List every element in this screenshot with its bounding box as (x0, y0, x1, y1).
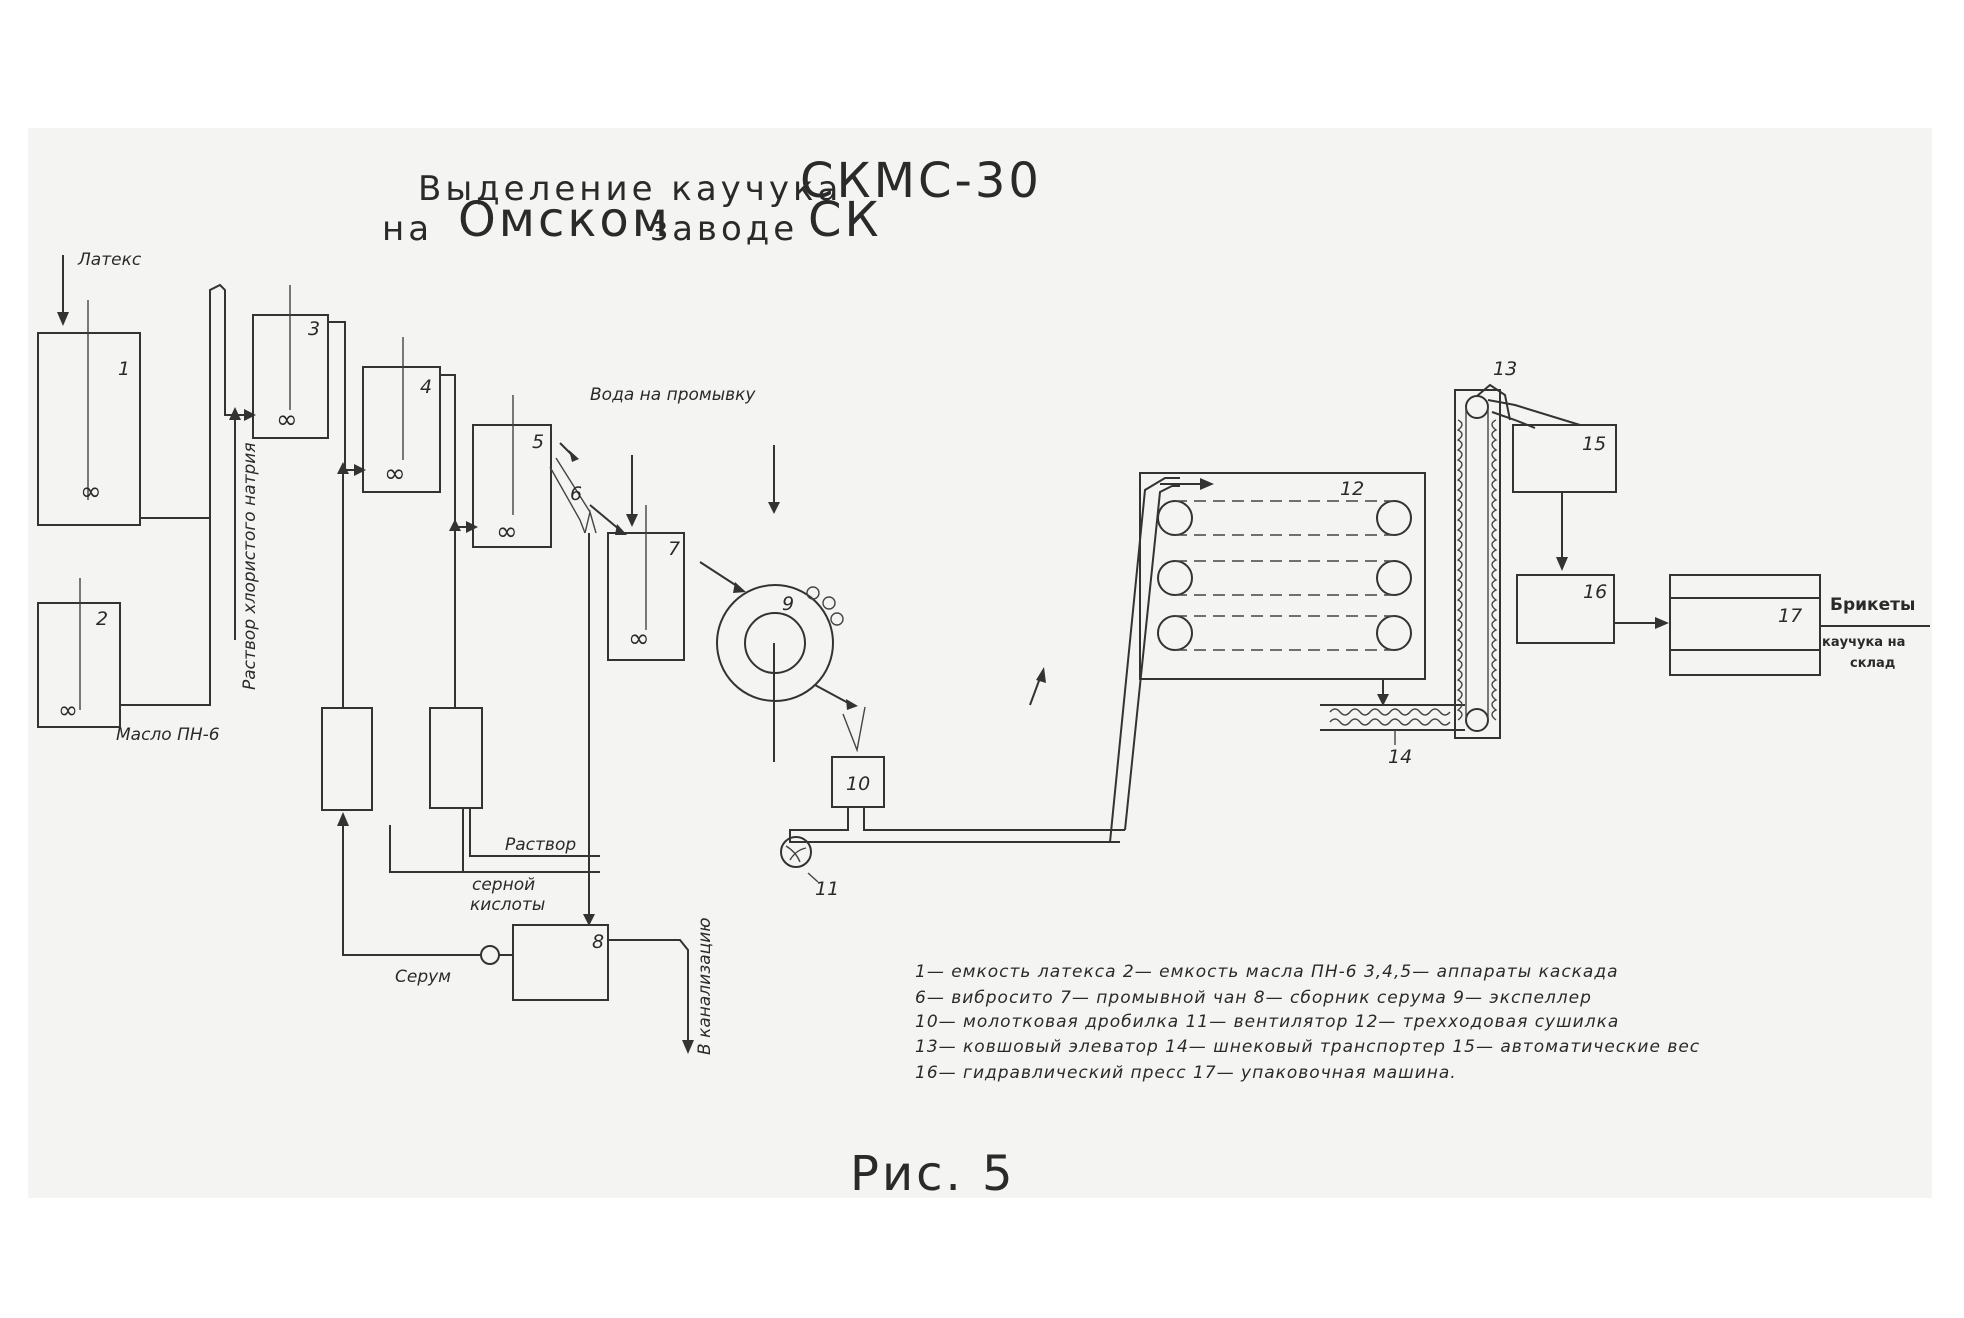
latex-label: Латекс (77, 250, 142, 270)
legend-line-4: 13— ковшовый элеватор 14— шнековый транс… (915, 1037, 1700, 1057)
svg-text:∞: ∞ (58, 696, 78, 724)
title-line2-small-b: заводе (650, 209, 798, 249)
title-line1-small: Выделение каучука (418, 169, 842, 209)
pipe-crusher-to-conveyor (789, 807, 1120, 843)
acid-label-1: Раствор (505, 835, 576, 855)
serum-label: Серум (395, 967, 451, 987)
briquettes-label-1: Брикеты (1830, 595, 1915, 615)
unit-10-number: 10 (846, 773, 870, 795)
title-line2-big-a: Омском (458, 192, 671, 248)
unit-3-cascade-apparatus: ∞ 3 (252, 285, 329, 439)
svg-text:∞: ∞ (496, 517, 518, 547)
unit-1-latex-tank: ∞ 1 (37, 300, 141, 526)
unit-4-number: 4 (420, 376, 432, 398)
unit-17-number: 17 (1778, 605, 1802, 627)
legend-line-5: 16— гидравлический пресс 17— упаковочная… (915, 1063, 1457, 1083)
unit-7-number: 7 (668, 538, 680, 560)
unit-14-screw-conveyor: 14 (1320, 704, 1465, 768)
pipe-4-to-5 (440, 374, 472, 528)
paper-sheet (28, 128, 1932, 1198)
svg-text:∞: ∞ (276, 405, 298, 435)
unit-6-number: 6 (570, 483, 582, 505)
pipe-acid-distribution (389, 825, 600, 873)
unit-13-number: 13 (1493, 358, 1517, 380)
unit-11-number: 11 (815, 878, 839, 900)
unit-11-fan: 11 (780, 836, 839, 900)
unit-6-vibrating-screen: 6 (549, 457, 597, 534)
unit-2-number: 2 (96, 608, 108, 630)
unit-15-automatic-scales: 15 (1512, 424, 1617, 493)
unit-17-packing-machine: 17 (1669, 574, 1821, 676)
unit-12-number: 12 (1340, 478, 1364, 500)
figure-caption: Рис. 5 (850, 1146, 1016, 1202)
title-line1-big: СКМС-30 (800, 153, 1042, 209)
unit-14-number: 14 (1388, 746, 1412, 768)
nacl-label: Раствор хлористого натрия (240, 442, 260, 690)
unit-9-expeller: 9 (716, 584, 844, 702)
legend-line-1: 1— емкость латекса 2— емкость масла ПН-6… (915, 962, 1619, 982)
unit-12-three-pass-dryer: 12 (1139, 472, 1426, 680)
svg-text:∞: ∞ (384, 459, 406, 489)
unit-13-bucket-elevator: 13 (1454, 358, 1517, 739)
pipe-to-unit3 (209, 283, 250, 435)
unit-10-hammer-crusher: 10 (831, 756, 885, 808)
unit-3-number: 3 (308, 318, 320, 340)
unit-2-oil-tank: ∞ 2 (37, 578, 121, 728)
briquettes-label-3: склад (1850, 656, 1895, 671)
acid-label-2: серной (472, 875, 535, 895)
unit-16-number: 16 (1583, 581, 1607, 603)
unit-1-number: 1 (118, 358, 130, 380)
pneumatic-conveyor-lower (1109, 477, 1180, 843)
sewer-line (608, 939, 689, 1045)
unit-9-number: 9 (782, 593, 794, 615)
pipe-tank1-out (140, 430, 211, 519)
pipe-oil-out (120, 435, 211, 706)
oil-label: Масло ПН-6 (116, 725, 220, 745)
unit-15-number: 15 (1582, 433, 1606, 455)
acid-heater-left (321, 707, 373, 811)
acid-label-3: кислоты (470, 895, 545, 915)
serum-pump (480, 945, 500, 965)
unit-7-washing-vat: ∞ 7 (607, 505, 685, 661)
legend: 1— емкость латекса 2— емкость масла ПН-6… (915, 962, 1700, 1083)
legend-line-3: 10— молотковая дробилка 11— вентилятор 1… (915, 1012, 1619, 1032)
legend-line-2: 6— вибросито 7— промывной чан 8— сборник… (915, 988, 1592, 1008)
title-line2-big-b: СК (808, 192, 882, 248)
pipe-3-to-4 (328, 321, 360, 471)
unit-5-number: 5 (532, 431, 544, 453)
acid-inlet-line (469, 808, 600, 857)
unit-8-serum-collector: 8 (512, 924, 609, 1001)
sewer-label: В канализацию (695, 917, 715, 1055)
briquettes-label-2: каучука на (1822, 635, 1905, 650)
unit-16-hydraulic-press: 16 (1516, 574, 1615, 644)
svg-text:∞: ∞ (80, 477, 102, 507)
acid-heater-right (429, 707, 483, 809)
unit-4-cascade-apparatus: ∞ 4 (362, 337, 441, 493)
wash-water-label: Вода на промывку (590, 385, 756, 405)
title-line2-small-a: на (382, 209, 433, 249)
unit-5-cascade-apparatus: ∞ 5 (472, 395, 552, 548)
serum-return-line (342, 822, 481, 956)
svg-text:∞: ∞ (628, 624, 650, 654)
unit-8-number: 8 (592, 931, 604, 953)
